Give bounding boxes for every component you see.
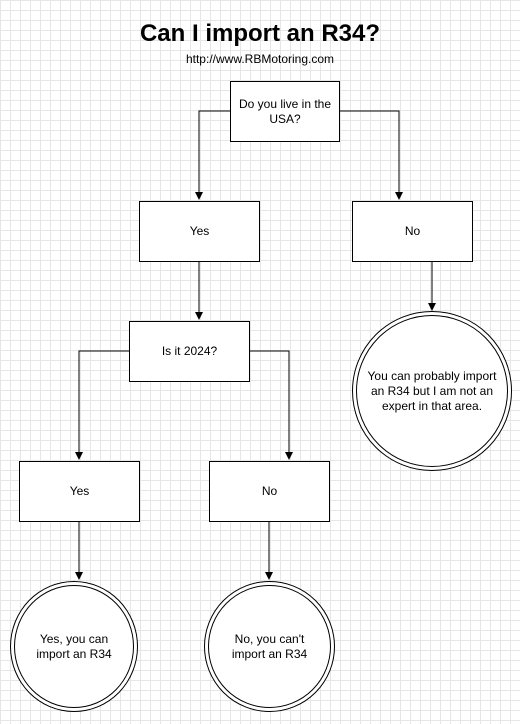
connector-2024-to-yes bbox=[75, 350, 130, 460]
node-question-usa[interactable]: Do you live in the USA? bbox=[230, 81, 340, 142]
outcome-yes-import-label: Yes, you can import an R34 bbox=[36, 631, 112, 661]
outcome-no-import-label: No, you can't import an R34 bbox=[231, 631, 308, 661]
connector-usa-to-no bbox=[340, 110, 403, 200]
node-2024-yes[interactable]: Yes bbox=[19, 461, 140, 522]
node-question-2024[interactable]: Is it 2024? bbox=[129, 321, 250, 382]
outcome-yes-import[interactable]: Yes, you can import an R34 bbox=[10, 581, 138, 712]
outcome-non-usa-inner-ring: You can probably import an R34 but I am … bbox=[356, 315, 508, 467]
outcome-non-usa[interactable]: You can probably import an R34 but I am … bbox=[352, 311, 512, 471]
node-usa-yes-label: Yes bbox=[189, 224, 210, 238]
connector-usa-to-yes bbox=[195, 110, 230, 200]
outcome-no-import-inner-ring: No, you can't import an R34 bbox=[208, 585, 331, 708]
node-question-2024-label: Is it 2024? bbox=[161, 344, 218, 358]
connector-2024-to-no bbox=[250, 350, 293, 460]
node-2024-no[interactable]: No bbox=[209, 461, 330, 522]
diagram-title: Can I import an R34? bbox=[139, 20, 381, 47]
outcome-no-import[interactable]: No, you can't import an R34 bbox=[204, 581, 335, 712]
outcome-non-usa-label: You can probably import an R34 but I am … bbox=[367, 368, 497, 413]
node-usa-yes[interactable]: Yes bbox=[139, 201, 260, 262]
node-2024-yes-label: Yes bbox=[69, 484, 90, 498]
node-question-usa-label: Do you live in the USA? bbox=[238, 96, 332, 126]
node-usa-no[interactable]: No bbox=[352, 201, 473, 262]
node-2024-no-label: No bbox=[261, 484, 278, 498]
outcome-yes-import-inner-ring: Yes, you can import an R34 bbox=[14, 585, 134, 708]
diagram-subtitle: http://www.RBMotoring.com bbox=[185, 52, 335, 66]
node-usa-no-label: No bbox=[404, 224, 421, 238]
